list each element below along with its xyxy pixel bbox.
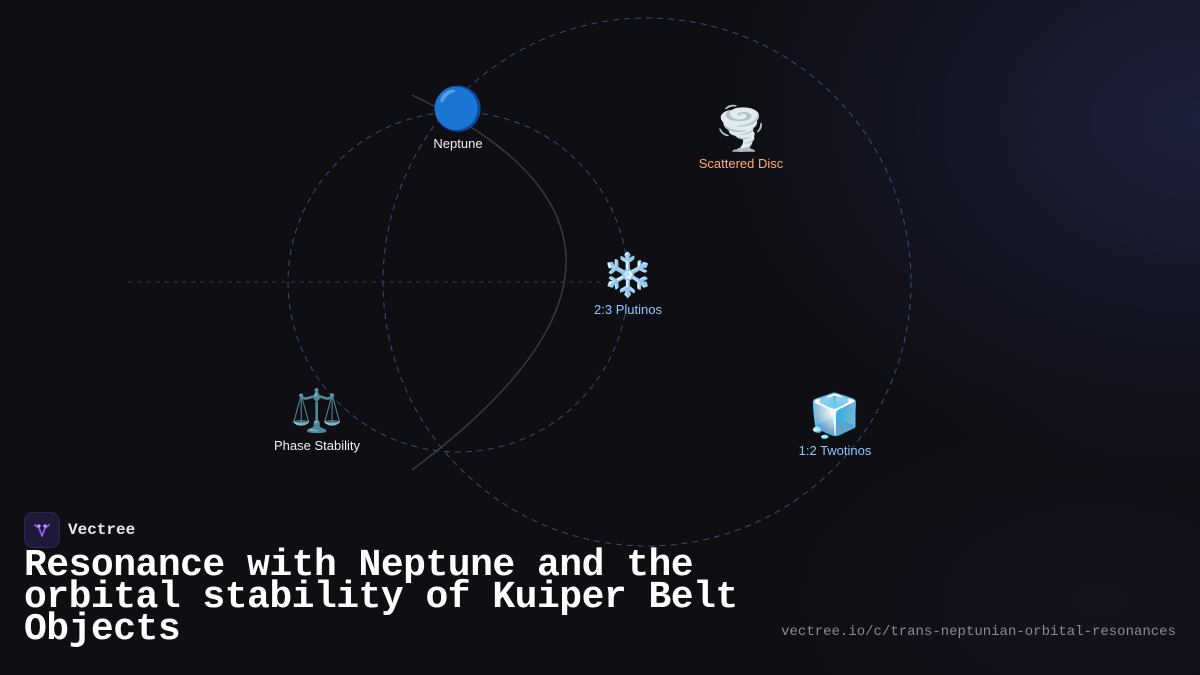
node-phase-stability-label: Phase Stability xyxy=(274,438,360,453)
node-plutinos-label: 2:3 Plutinos xyxy=(594,302,662,317)
node-twotinos[interactable]: 🧊 1:2 Twotinos xyxy=(798,392,872,459)
tornado-icon: 🌪️ xyxy=(714,105,768,152)
brand[interactable]: Vectree xyxy=(24,512,135,548)
node-neptune-label: Neptune xyxy=(433,136,483,151)
node-neptune[interactable]: 🔵 Neptune xyxy=(431,85,485,152)
node-scattered-disc-label: Scattered Disc xyxy=(698,156,784,171)
vectree-logo-icon xyxy=(24,512,60,548)
page-title: Resonance with Neptune and the orbital s… xyxy=(24,544,738,651)
page-url[interactable]: vectree.io/c/trans-neptunian-orbital-res… xyxy=(781,624,1176,640)
node-scattered-disc[interactable]: 🌪️ Scattered Disc xyxy=(698,105,784,172)
inner-orbit-ring xyxy=(287,111,629,453)
brand-name: Vectree xyxy=(68,521,136,539)
node-plutinos[interactable]: ❄️ 2:3 Plutinos xyxy=(594,251,662,318)
snowflake-icon: ❄️ xyxy=(601,251,655,298)
connector-curve xyxy=(411,94,567,471)
node-twotinos-label: 1:2 Twotinos xyxy=(798,443,872,458)
blue-circle-icon: 🔵 xyxy=(431,85,485,132)
node-phase-stability[interactable]: ⚖️ Phase Stability xyxy=(274,387,360,454)
ice-cube-icon: 🧊 xyxy=(808,392,862,439)
balance-scale-icon: ⚖️ xyxy=(290,387,344,434)
